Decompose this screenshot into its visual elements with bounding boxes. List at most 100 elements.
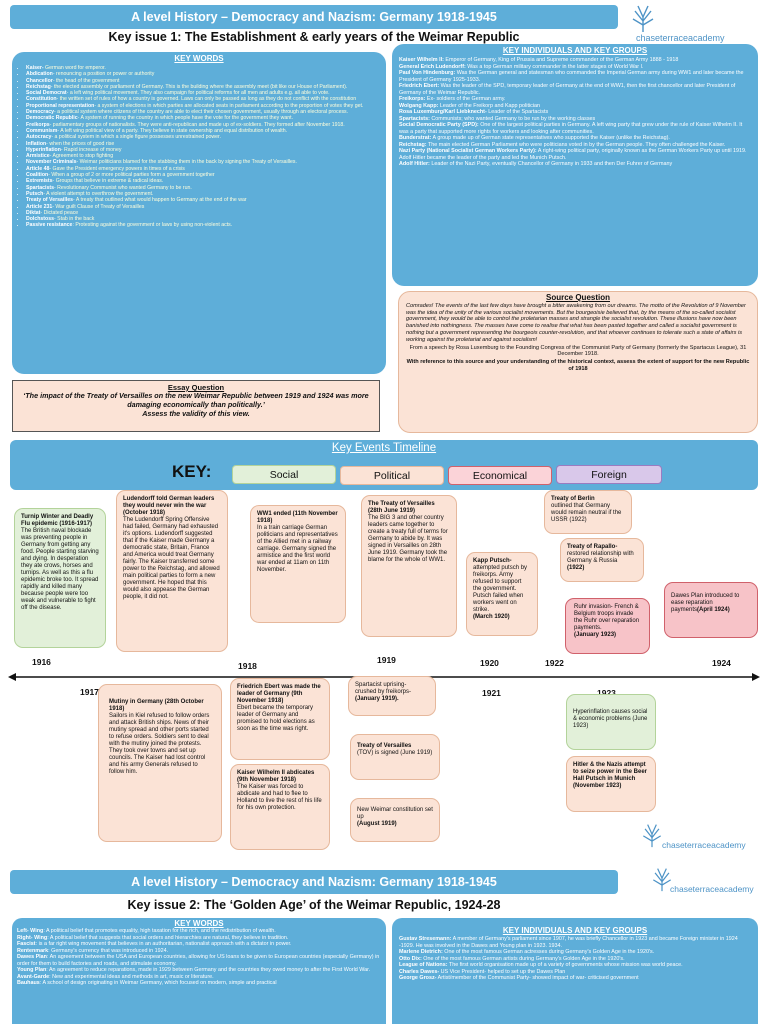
keyword-item-definition: : Germany's currency that was introduced… — [48, 947, 169, 954]
keyword-item-term: Coalition — [26, 172, 49, 179]
keyword-item: Hyperinflation- Rapid increase of money — [26, 147, 380, 153]
keywords-list: Kaiser- German word for emperor.Abdicati… — [12, 65, 386, 229]
key-individual-item: Friedrich Ebert: Was the leader of the S… — [399, 83, 751, 96]
essay-question-title: Essay Question — [167, 383, 225, 392]
key-individual-item-definition: A group made up of German state represen… — [431, 135, 670, 141]
keyword-item-term: Article 48 — [26, 165, 50, 172]
keyword-item: Rentenmark: Germany's currency that was … — [17, 948, 381, 955]
keyword-item-term: Passive resistance — [26, 222, 73, 229]
key-label: KEY: — [172, 462, 212, 481]
keyword-item: Social Democrat- a left wing political m… — [26, 90, 380, 96]
keyword-item: Armistice- Agreement to stop fighting — [26, 153, 380, 159]
tree-logo-icon — [643, 824, 661, 848]
event-turnip-winter: Turnip Winter and Deadly Flu epidemic (1… — [14, 508, 106, 648]
keyword-item-term: Fascist — [17, 941, 36, 947]
source-text: Comrades! The events of the last few day… — [406, 302, 746, 343]
keywords-title: KEY WORDS — [174, 54, 224, 63]
key-political: Political — [340, 466, 444, 485]
keyword-item: Treaty of Versailles- A treaty that outl… — [26, 197, 380, 203]
keyword-item-definition: - renouncing a position or power or auth… — [52, 71, 155, 78]
page2-individuals-title: KEY INDIVIDUALS AND KEY GROUPS — [502, 926, 648, 935]
key-individual-item-term: Gustav Stresemann: — [399, 936, 452, 942]
keyword-item: Proportional representation- a system of… — [26, 103, 380, 109]
keyword-item: Dawes Plan: An agreement between the USA… — [17, 954, 381, 967]
event-tov-signed: Treaty of Versailles(TOV) is signed (Jun… — [350, 734, 440, 780]
page2-banner: A level History – Democracy and Nazism: … — [10, 870, 618, 894]
school-logo-mid: chaseterraceacademy — [640, 818, 768, 862]
year-1919: 1919 — [377, 655, 396, 665]
key-individual-item-definition: A right-wing political party, originally… — [399, 148, 747, 161]
key-individual-item-definition: One of the largest political parties in … — [399, 122, 743, 135]
key-individual-item: Wolgang Kapp: Leader of the Freikorp and… — [399, 103, 751, 110]
key-individual-item-definition: A member of Germany's parliament since 1… — [399, 936, 738, 949]
source-question-title: Source Question — [545, 293, 610, 302]
logo-text: chaseterraceacademy — [670, 884, 754, 894]
keyword-item: Bauhaus: A school of design originating … — [17, 980, 381, 987]
keywords-panel: KEY WORDS Kaiser- German word for empero… — [12, 52, 386, 374]
key-individual-item-term: Freikorps: — [399, 96, 426, 102]
key-individual-item-definition: Leader of the Spartacists — [486, 109, 549, 115]
keyword-item: Democracy- a political system where citi… — [26, 109, 380, 115]
key-individual-item-definition: Was the leader of the SPD, temporary lea… — [399, 83, 736, 96]
key-individual-item-definition: The main elected German Parliament who w… — [426, 141, 726, 148]
key-individual-item: Marlene Dietrich: One of the most famous… — [399, 949, 751, 956]
key-individual-item: Gustav Stresemann: A member of Germany's… — [399, 936, 751, 949]
event-treaty-versailles: The Treaty of Versailles (28th June 1919… — [361, 495, 457, 637]
year-1920: 1920 — [480, 658, 499, 668]
page2-keywords-panel: KEY WORDS Left- Wing: A political belief… — [12, 918, 386, 1024]
keyword-item-term: Dolchstoss — [26, 216, 54, 223]
keyword-item: Communism- A left wing political view of… — [26, 128, 380, 134]
key-individual-item-definition: US Vice President- helped to set up the … — [439, 968, 566, 975]
keyword-item-definition: - A left wing political view of a party.… — [57, 127, 288, 134]
key-individual-item-definition: Communists; who wanted Germany to be run… — [429, 115, 596, 122]
keyword-item: Left- Wing: A political belief that prom… — [17, 928, 381, 935]
keyword-item: Right- Wing: A political belief that sug… — [17, 935, 381, 942]
timeline-header: Key Events Timeline KEY: Social Politica… — [10, 440, 758, 490]
keyword-item-term: Diktat — [26, 209, 41, 216]
school-logo-page2: chaseterraceacademy — [640, 866, 768, 896]
keyword-item-term: Right- Wing — [17, 934, 48, 941]
keyword-item: Abdication- renouncing a position or pow… — [26, 71, 380, 77]
key-individual-item: Rosa Luxemburg/Karl Liebknecht- Leader o… — [399, 109, 751, 116]
source-citation: From a speech by Rosa Luxemburg to the F… — [409, 344, 747, 358]
keyword-item: Spartacists- Revolutionary Communist who… — [26, 185, 380, 191]
event-dawes-plan: Dawes Plan introduced to ease reparation… — [664, 582, 758, 638]
keyword-item-definition: - a left wing political movement. They a… — [66, 90, 330, 97]
keyword-item-definition: - Groups that believe in extreme & radic… — [52, 178, 164, 185]
keyword-item-term: Extremists — [26, 178, 53, 185]
page2-keywords-list: Left- Wing: A political belief that prom… — [12, 928, 386, 987]
keyword-item-definition: - When a group of 2 or more political pa… — [48, 172, 215, 179]
keyword-item-definition: - Agreement to stop fighting — [49, 153, 114, 160]
year-1922: 1922 — [545, 658, 564, 668]
keyword-item-term: Spartacists — [26, 184, 54, 191]
key-individual-item: Freikorps: Ex- soldiers of the German ar… — [399, 96, 751, 103]
keyword-item-definition: : A political belief that promotes equal… — [43, 928, 276, 934]
keyword-item-term: Chancellor — [26, 77, 53, 84]
keyword-item-definition: - A violent attempt to overthrow the gov… — [43, 190, 154, 197]
keyword-item-term: Communism — [26, 127, 58, 134]
key-individual-item-term: Kaiser Wilhelm II: — [399, 57, 444, 63]
keyword-item-definition: : A school of design originating in Weim… — [39, 980, 277, 986]
keyword-item: Dolchstoss- Stab in the back — [26, 216, 380, 222]
keyword-item-term: Constitution — [26, 96, 57, 103]
event-weimar-constitution: New Weimar constitution set up(August 19… — [350, 798, 440, 842]
key-individual-item-definition: Artist/member of the Communist Party- sh… — [436, 975, 639, 981]
event-beer-hall-putsch: Hitler & the Nazis attempt to seize powe… — [566, 756, 656, 812]
keyword-item: Diktat- Dictated peace — [26, 210, 380, 216]
key-individual-item-term: George Grosz- — [399, 975, 437, 981]
key-individual-item-term: Bunderstrat: — [399, 135, 432, 141]
keyword-item-definition: : New and experimental ideas and methods… — [49, 973, 214, 980]
key-individual-item-term: Wolgang Kapp: — [399, 102, 439, 109]
keyword-item-definition: - the written set of rules of how a coun… — [56, 96, 357, 103]
keyword-item: Avant-Garde: New and experimental ideas … — [17, 974, 381, 981]
keyword-item-definition: - Stab in the back — [53, 216, 95, 223]
page2-keywords-title: KEY WORDS — [174, 919, 224, 928]
key-individual-item-term: General Erich Ludendorff: — [399, 63, 466, 70]
key-individual-item: General Erich Ludendorff: Was a top Germ… — [399, 64, 751, 71]
key-individual-item: Bunderstrat: A group made up of German s… — [399, 135, 751, 142]
keyword-item-definition: - Revolutionary Communist who wanted Ger… — [53, 184, 192, 191]
year-1924: 1924 — [712, 658, 731, 668]
keyword-item-definition: : A political belief that suggests that … — [47, 934, 289, 941]
keyword-item: Fascist: is a far right wing movement th… — [17, 941, 381, 948]
key-individual-item-definition: The first world organisation made up of … — [447, 962, 683, 968]
